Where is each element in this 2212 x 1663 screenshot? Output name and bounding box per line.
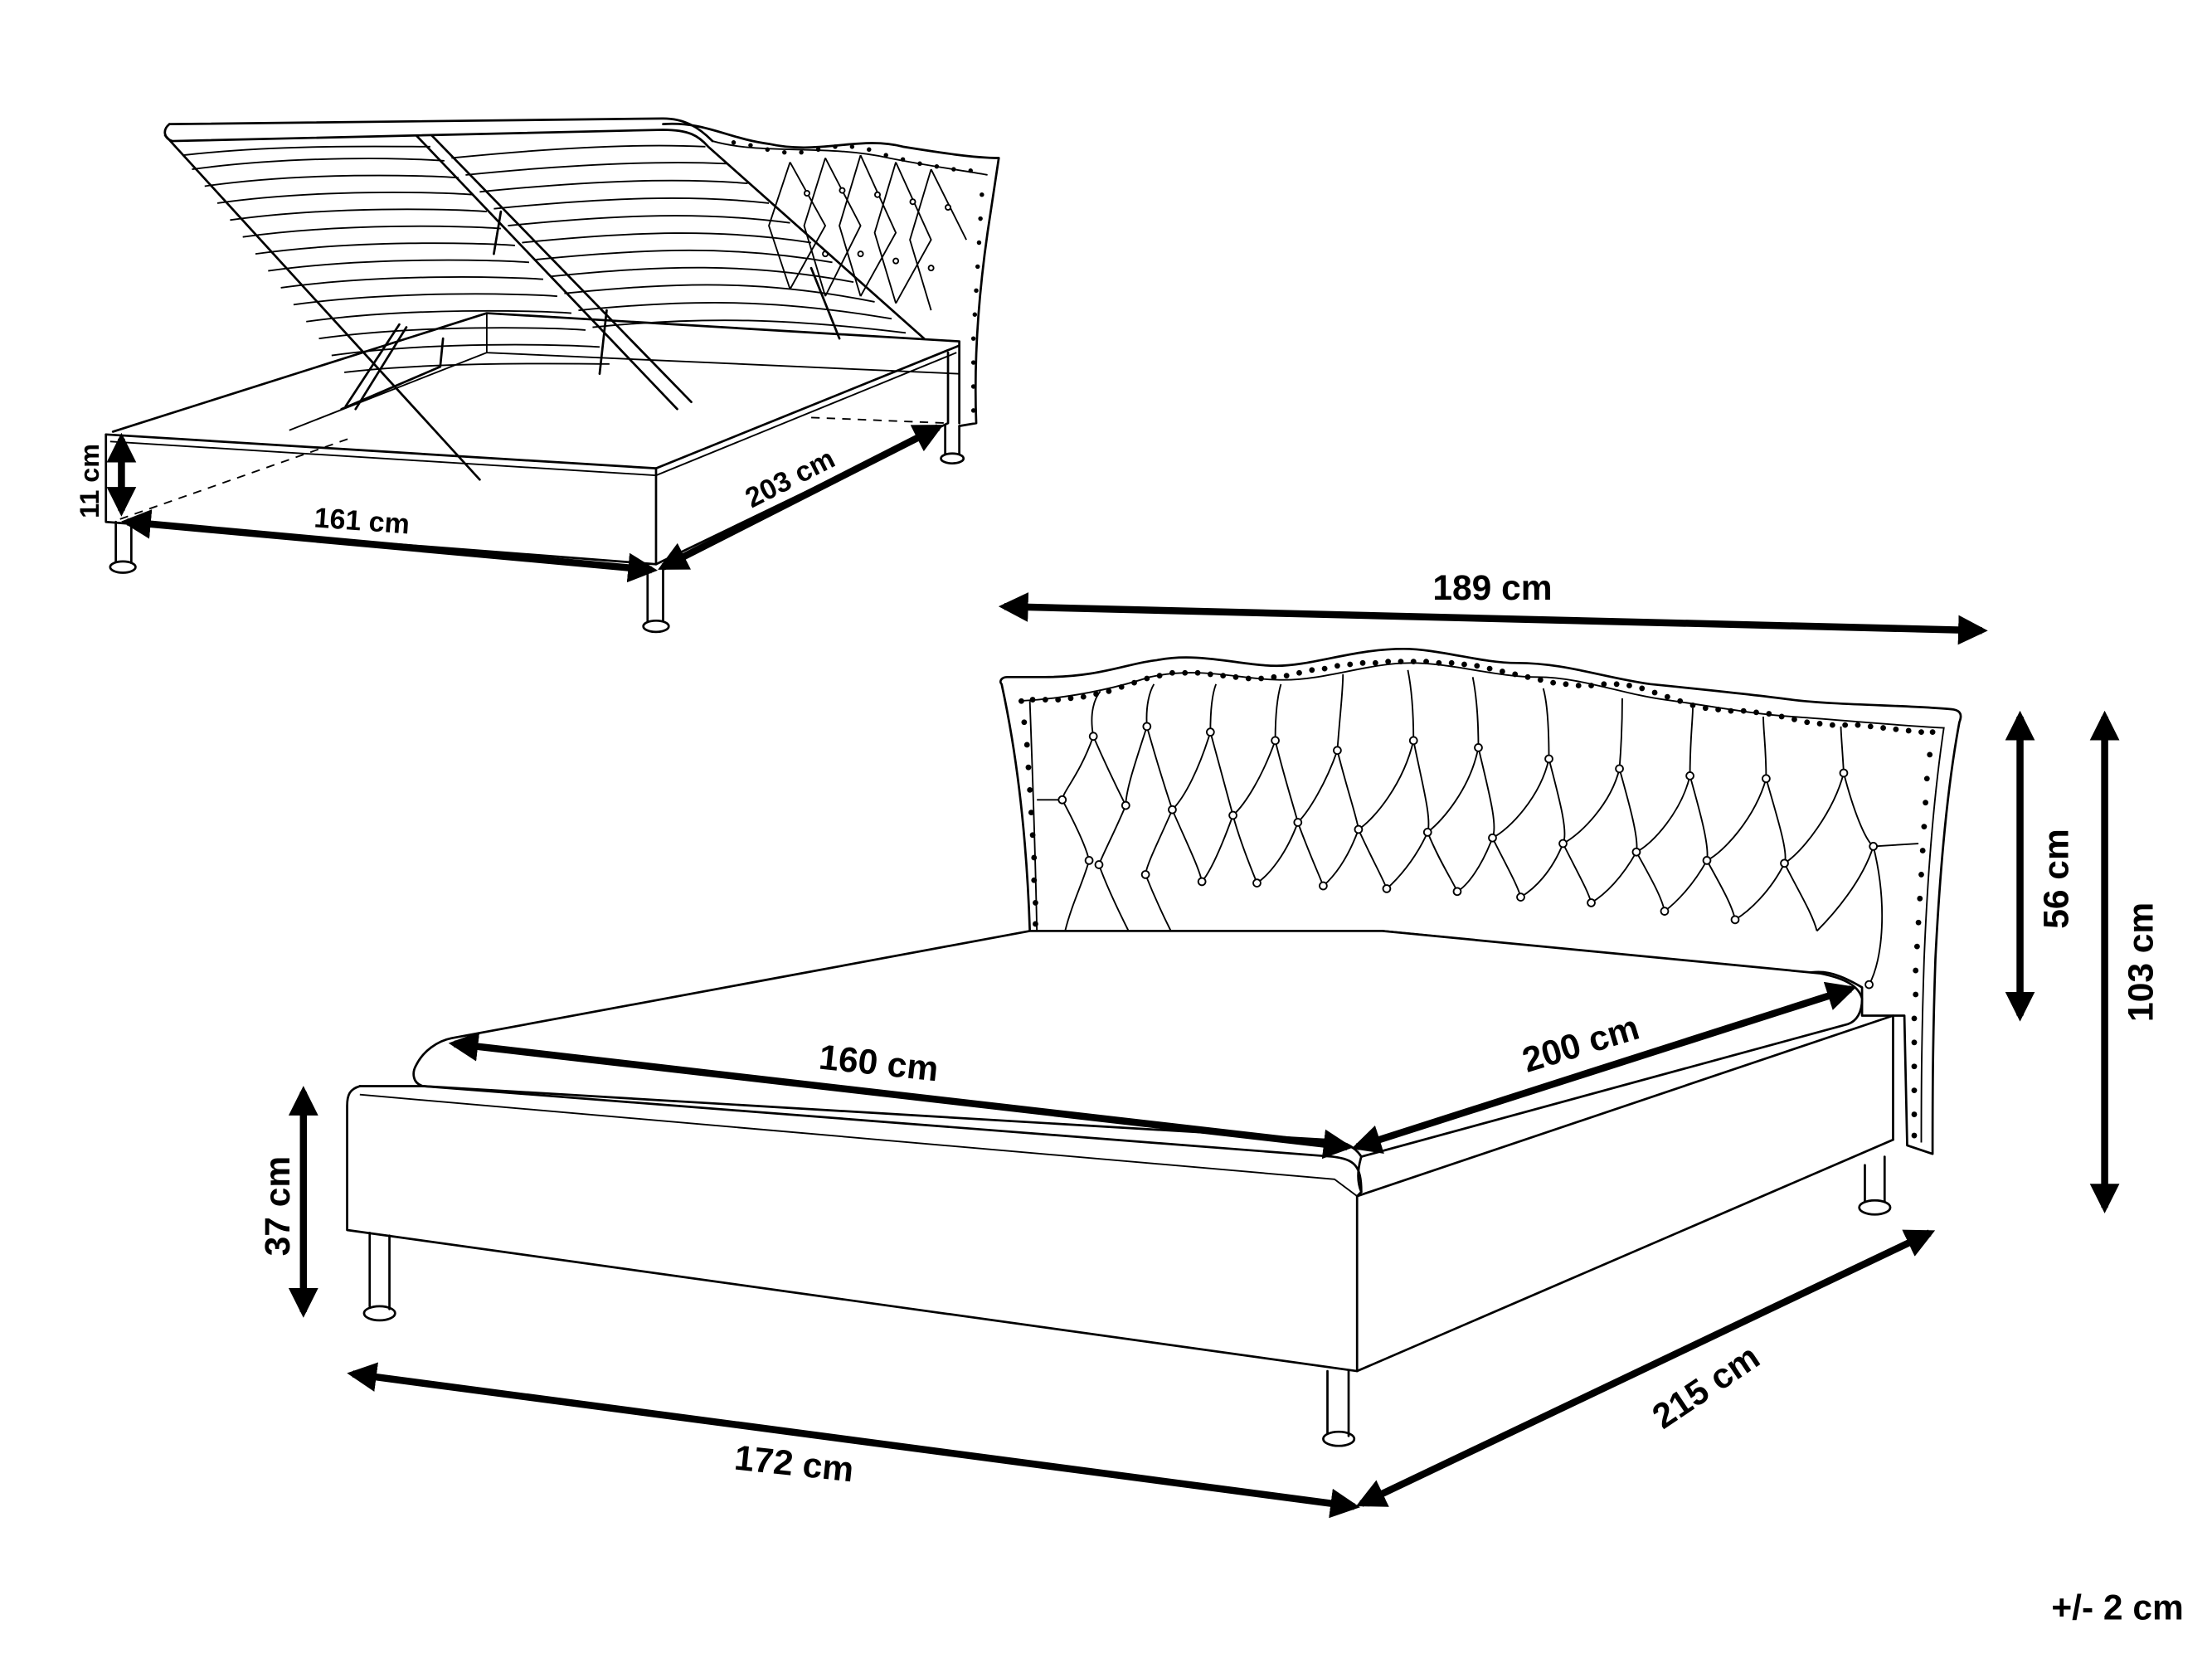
total-length-dimension: 215 cm xyxy=(1355,1229,1936,1507)
nailhead-trim xyxy=(1018,659,1936,1139)
frame-height-label: 37 cm xyxy=(259,1156,298,1257)
tufting-buttons xyxy=(1057,722,1879,990)
headboard-width-dimension: 189 cm xyxy=(998,569,1988,645)
frame-height-dimension: 37 cm xyxy=(259,1086,318,1318)
tolerance-note: +/- 2 cm xyxy=(2051,1588,2183,1627)
headboard-width-label: 189 cm xyxy=(1432,569,1552,608)
headboard-height-label: 56 cm xyxy=(2037,829,2076,929)
total-height-label: 103 cm xyxy=(2122,902,2161,1022)
headboard-height-dimension: 56 cm xyxy=(2005,710,2076,1022)
storage-width-label: 161 cm xyxy=(313,503,411,541)
storage-box xyxy=(105,312,965,634)
headboard xyxy=(999,647,1962,1155)
storage-height-dimension: 11 cm xyxy=(75,432,137,518)
tufting-lines xyxy=(1037,669,1919,985)
total-width-label: 172 cm xyxy=(732,1439,855,1490)
lifted-slat-frame xyxy=(163,117,926,481)
total-height-dimension: 103 cm xyxy=(2089,710,2161,1213)
storage-height-label: 11 cm xyxy=(75,444,105,518)
storage-view-bed xyxy=(105,117,1000,634)
total-width-dimension: 172 cm xyxy=(347,1362,1360,1519)
storage-width-dimension: 161 cm xyxy=(121,503,658,583)
total-length-label: 215 cm xyxy=(1646,1338,1767,1437)
main-view-bed xyxy=(346,647,1962,1447)
storage-view-headboard xyxy=(662,122,1000,427)
